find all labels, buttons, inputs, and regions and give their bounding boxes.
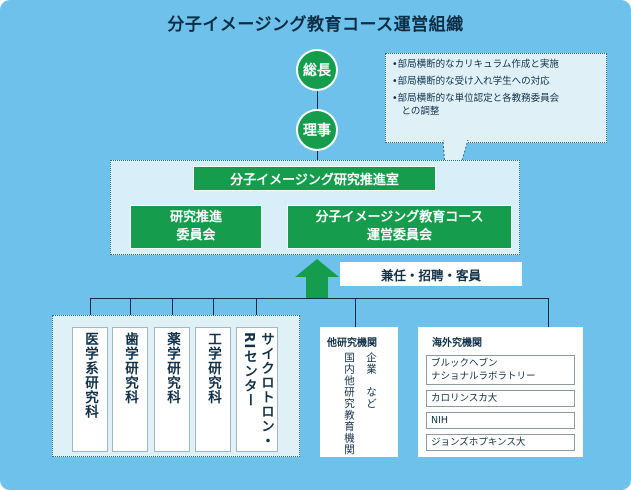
appointment-tag: 兼任・招聘・客員 <box>340 262 522 286</box>
branch-bus-line <box>90 298 548 299</box>
duties-callout: •部局横断的なカリキュラム作成と実施 •部局横断的な受け入れ学生への対応 •部局… <box>385 53 607 143</box>
diagram-title: 分子イメージング教育コース運営組織 <box>167 15 464 35</box>
dept-engineering-label: 工学研究科 <box>205 332 221 405</box>
other-institutions-box <box>320 327 398 457</box>
course-committee-line1: 分子イメージング教育コース <box>315 210 484 225</box>
promotion-office-box: 分子イメージング研究推進室 <box>193 166 436 191</box>
overseas-item-brookhaven: ブルックヘブン ナショナルラボラトリー <box>426 355 575 385</box>
karolinska-label: カロリンスカ大 <box>431 393 498 404</box>
overseas-item-johns-hopkins: ジョンズホプキンス大 <box>426 434 575 451</box>
dept-dentistry-label: 歯学研究科 <box>122 332 138 405</box>
other-institutions-heading: 他研究機関 <box>327 338 377 349</box>
dept-engineering: 工学研究科 <box>195 327 231 452</box>
dept-medicine-label: 医学系研究科 <box>82 332 98 419</box>
dept-pharmacy-label: 薬学研究科 <box>164 332 180 405</box>
research-committee-line1: 研究推進 <box>169 210 222 225</box>
branch-drop-eng <box>213 298 214 327</box>
overseas-heading: 海外究機関 <box>432 338 482 349</box>
duty-3: •部局横断的な単位認定と各教務委員会 <box>392 93 560 104</box>
duty-2: •部局横断的な受け入れ学生への対応 <box>392 76 550 87</box>
branch-drop-center <box>256 298 257 327</box>
center-label-line1: サイクロトロン・ <box>258 332 274 448</box>
branch-drop-med <box>90 298 91 327</box>
overseas-item-nih: NIH <box>426 412 575 429</box>
brookhaven-line1: ブルックヘブン <box>431 358 498 369</box>
brookhaven-line2: ナショナルラボラトリー <box>431 371 536 382</box>
course-committee-box: 分子イメージング教育コース 運営委員会 <box>287 205 512 249</box>
branch-drop-other <box>355 298 356 327</box>
research-committee-box: 研究推進 委員会 <box>130 205 262 249</box>
research-committee-line2: 委員会 <box>176 228 216 243</box>
domestic-institutions-label: 国内他研究教育機関 <box>343 352 355 456</box>
branch-drop-overseas <box>548 298 549 327</box>
duty-1: •部局横断的なカリキュラム作成と実施 <box>392 59 559 70</box>
course-committee-line2: 運営委員会 <box>366 228 432 243</box>
johns-hopkins-label: ジョンズホプキンス大 <box>431 437 526 448</box>
connector-director-office <box>317 140 318 168</box>
dept-medicine: 医学系研究科 <box>72 327 108 452</box>
company-label: 企業 など <box>365 352 377 410</box>
president-node: 総長 <box>298 51 336 89</box>
center-label-line2: RIセンター <box>241 332 257 408</box>
connector-president-director <box>317 70 318 125</box>
branch-drop-pharm <box>172 298 173 327</box>
dept-pharmacy: 薬学研究科 <box>154 327 190 452</box>
dept-dentistry: 歯学研究科 <box>112 327 148 452</box>
overseas-item-karolinska: カロリンスカ大 <box>426 390 575 407</box>
nih-label: NIH <box>431 415 449 426</box>
up-arrow-icon <box>295 259 339 299</box>
dept-cyclotron-center: サイクロトロン・RIセンター <box>236 327 278 452</box>
director-node: 理事 <box>298 111 336 149</box>
center-label: サイクロトロン・RIセンター <box>240 332 274 451</box>
branch-drop-dent <box>130 298 131 327</box>
duty-3-cont: との調整 <box>392 106 440 117</box>
